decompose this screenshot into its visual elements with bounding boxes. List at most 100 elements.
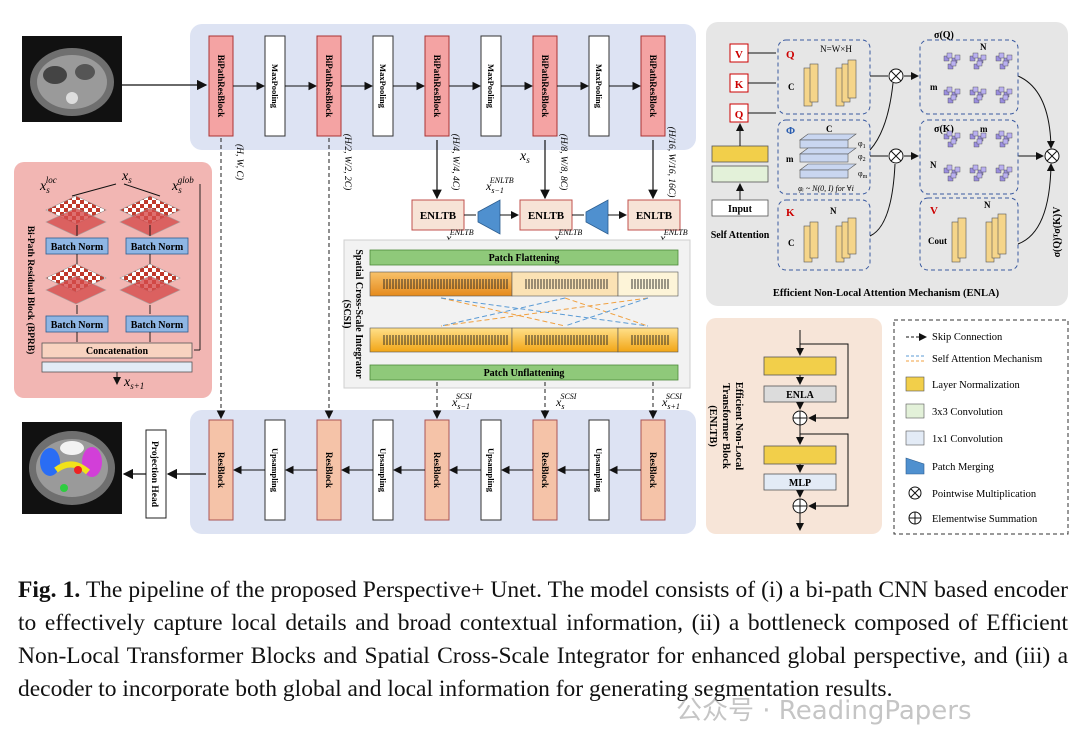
encoder-dim-label: (H/2, W/2, 2C) (342, 134, 353, 190)
bprb-xs: xs (121, 169, 132, 185)
batch-norm-label: Batch Norm (51, 242, 104, 253)
enla-sigq-m: m (930, 82, 938, 92)
maxpooling-block: MaxPooling (372, 35, 394, 137)
patch-merging-1 (477, 199, 501, 235)
enla-c-label: C (788, 82, 795, 92)
enla-m-label: m (786, 154, 794, 164)
enla-sigq-n: N (980, 42, 987, 52)
skip-connections (216, 138, 334, 420)
enla-output-eq: σ(Q)ᵀσ(K)V (1052, 206, 1063, 258)
batch-norm-label: Batch Norm (131, 242, 184, 253)
enla-k-group (777, 199, 871, 271)
concatenation-label: Concatenation (86, 346, 149, 357)
enltb-label: ENLTB (420, 210, 457, 222)
enltb-block-3: ENLTB (627, 199, 681, 231)
attention-cube (995, 164, 1005, 174)
decoder-block-label: Upsampling (486, 448, 496, 493)
watermark: 公众号 · ReadingPapers (676, 696, 972, 726)
enltb-block-2: ENLTB (519, 199, 573, 231)
bprb-grid-2 (119, 195, 181, 237)
encoder-block-label: MaxPooling (594, 64, 604, 109)
enla-v-label: V (930, 205, 938, 217)
attention-cube (969, 130, 979, 140)
enla-phi: Φ (786, 125, 795, 137)
pointwise-ops (888, 68, 1060, 164)
enla-title: Efficient Non-Local Attention Mechanism … (773, 288, 1000, 299)
patch-unflattening-label: Patch Unflattening (484, 368, 565, 379)
legend-label: Patch Merging (932, 462, 995, 473)
enltb-ln-2 (763, 445, 837, 465)
resblock: ResBlock (316, 419, 342, 521)
enltb-mlp-label: MLP (789, 478, 811, 489)
encoder-dim-label: (H/4, W/4, 4C) (450, 134, 461, 190)
enla-v-n: N (984, 200, 991, 210)
token-row-bottom-3 (617, 327, 679, 353)
caption-text: The pipeline of the proposed Perspective… (18, 577, 1069, 702)
decoder-block-label: ResBlock (432, 452, 442, 488)
encoder-dim-label: (H, W, C) (234, 144, 245, 180)
enltb-sum-ops (792, 410, 808, 514)
projection-head-label: Projection Head (149, 441, 159, 508)
scsi-title-2: (SCSI) (341, 300, 352, 329)
attention-cube (999, 138, 1009, 148)
v-tensor (951, 213, 1007, 263)
bipath-resblock: BiPathResBlock (208, 35, 234, 137)
enltb-enla-label: ENLA (786, 390, 815, 401)
attention-cube (995, 130, 1005, 140)
enla-sigk-m: m (980, 124, 988, 134)
bprb-title: Bi-Path Residual Block (BPRB) (25, 226, 36, 355)
enla-k-n: N (830, 206, 837, 216)
attention-cube (947, 94, 957, 104)
enltb-label: ENLTB (528, 210, 565, 222)
scsi-out-2: xsSCSI (555, 392, 577, 411)
enltb-block-1: ENLTB (411, 199, 465, 231)
decoder-block-label: ResBlock (648, 452, 658, 488)
attention-cube (977, 54, 987, 64)
input-ct-image (22, 36, 122, 122)
conv-1x1-block (41, 361, 193, 373)
enltb-title-3: (ENLTB) (707, 405, 718, 447)
enltb-label: ENLTB (636, 210, 673, 222)
encoder-block-label: BiPathResBlock (324, 55, 334, 118)
attention-cube (999, 60, 1009, 70)
figure-caption: Fig. 1. The pipeline of the proposed Per… (18, 574, 1068, 706)
batch-norm-label: Batch Norm (51, 320, 104, 331)
phi-2: φ2 (858, 152, 866, 163)
resblock: ResBlock (208, 419, 234, 521)
encoder-block-label: MaxPooling (486, 64, 496, 109)
maxpooling-block: MaxPooling (264, 35, 286, 137)
legend-merge-icon (905, 457, 925, 475)
enla-v: V (735, 49, 743, 61)
phi-tensor (799, 133, 857, 179)
legend-label: 3x3 Convolution (932, 407, 1004, 418)
k-tensor (803, 217, 857, 263)
resblock: ResBlock (424, 419, 450, 521)
encoder-dim-label: (H/16, W/16, 16C) (666, 127, 677, 198)
enla-sigk-n: N (930, 160, 937, 170)
encoder-block-label: BiPathResBlock (432, 55, 442, 118)
legend-label: Elementwise Summation (932, 514, 1038, 525)
attention-cube (973, 172, 983, 182)
bipath-resblock: BiPathResBlock (424, 35, 450, 137)
attention-cube (943, 86, 953, 96)
encoder-dim-label: (H/8, W/8, 8C) (558, 134, 569, 190)
attention-cube (999, 94, 1009, 104)
batch-norm-4 (125, 315, 189, 333)
cross-attention-lines (440, 297, 649, 327)
attention-cube (999, 172, 1009, 182)
decoder-block-label: Upsampling (594, 448, 604, 493)
legend-conv3-icon (905, 403, 925, 419)
legend-panel (893, 319, 1069, 535)
scsi-title-1: Spatial Cross-Scale Integrator (353, 249, 364, 379)
attention-cube (969, 164, 979, 174)
batch-norm-2 (125, 237, 189, 255)
architecture-diagram: BiPathResBlock MaxPooling BiPathResBlock Ma… (14, 22, 1069, 535)
enla-phi-group (777, 119, 871, 195)
self-attention-label: Self Attention (711, 230, 770, 241)
enla-q-group (777, 39, 871, 115)
upsampling-block: Upsampling (372, 419, 394, 521)
legend-label: Self Attention Mechanism (932, 354, 1042, 365)
attention-cube (943, 52, 953, 62)
legend-conv1-icon (905, 430, 925, 446)
enla-q-label: Q (786, 49, 795, 61)
